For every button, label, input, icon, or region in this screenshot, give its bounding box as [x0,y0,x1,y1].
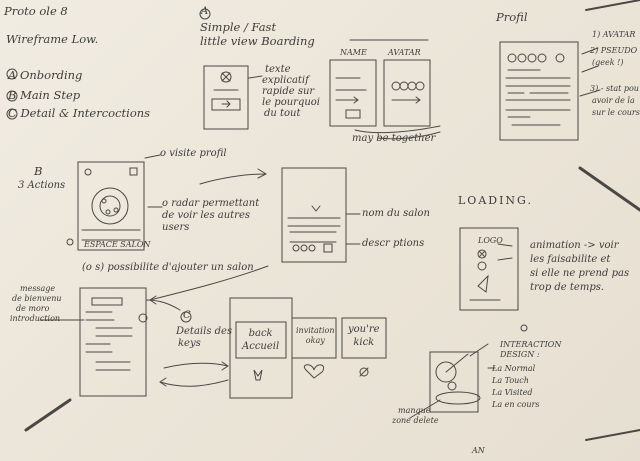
interaction-title-1: INTERACTION [500,340,562,349]
profil-note-2: 2) PSEUDO [590,46,638,55]
together-note: may be together [352,133,436,144]
radar-note-3: users [162,222,190,233]
interaction-title-2: DESIGN : [500,350,540,359]
section-a-note-1: texte [265,64,291,75]
profil-note-3: (geek !) [592,58,624,67]
message-note-2: de bienvenu [12,294,62,303]
section-a-note-4: le pourquoi [262,97,320,108]
card-kick: you're kick [348,324,380,348]
salon-name-note: nom du salon [362,208,430,219]
state-touch: La Touch [492,376,529,385]
profil-note-4: 3) - stat pou [590,84,639,93]
card-invitation: invitation okay [296,326,335,345]
salon-desc-note: descr ptions [362,238,425,249]
step-detail: C Detail & Intercoctions [8,106,151,120]
profil-title: Profil [496,10,528,24]
section-a-note-3: rapide sur [262,86,315,97]
loading-note-3: si elle ne prend pas [530,268,630,279]
avatar-label: AVATAR [388,48,421,57]
add-salon-note: (o s) possibilite d'ajouter un salon [82,262,254,273]
visitor-note: o visite profil [160,148,227,159]
section-a-note-2: explicatif [262,75,309,86]
profil-note-5: avoir de la [592,96,635,105]
section-b-marker: B [34,164,43,178]
profil-note-6: sur le cours [592,108,640,117]
espace-label: ESPACE SALON [84,240,151,249]
message-note-3: de moro [16,304,50,313]
state-en-cours: La en cours [492,400,540,409]
message-note-4: introduction [10,314,61,323]
loading-note-4: trop de temps. [530,282,605,293]
section-a-note-5: du tout [264,108,301,119]
bottom-note-1: manque [398,406,431,415]
radar-note-2: de voir les autres [162,210,251,221]
section-a-marker: A [201,6,209,17]
loading-logo-label: LOGO [478,236,503,245]
section-b-label: 3 Actions [18,180,66,191]
message-note-1: message [20,284,56,293]
state-normal: La Normal [492,364,536,373]
profil-note-1: 1) AVATAR [592,30,636,39]
loading-note-1: animation -> voir [530,240,619,251]
section-a-subtitle: little view Boarding [200,34,315,48]
section-c-label-2: keys [178,338,201,349]
loading-title: LOADING. [458,194,533,207]
radar-note-1: o radar permettant [162,198,260,209]
page-number: AN [472,446,485,455]
loading-note-2: les faisabilite et [530,254,611,265]
section-a-title: Simple / Fast [200,20,277,34]
section-c-label-1: Details des [176,326,233,337]
section-c-marker: C [183,310,191,321]
card-back-accueil: back Accueil [242,328,280,352]
bottom-note-2: zone delete [392,416,439,425]
step-main: B Main Step [8,88,81,102]
header-title: Proto ole 8 [4,4,68,18]
name-label: NAME [340,48,367,57]
step-onboarding: A Onbording [8,68,83,82]
header-subtitle: Wireframe Low. [6,32,99,46]
state-visited: La Visited [492,388,533,397]
